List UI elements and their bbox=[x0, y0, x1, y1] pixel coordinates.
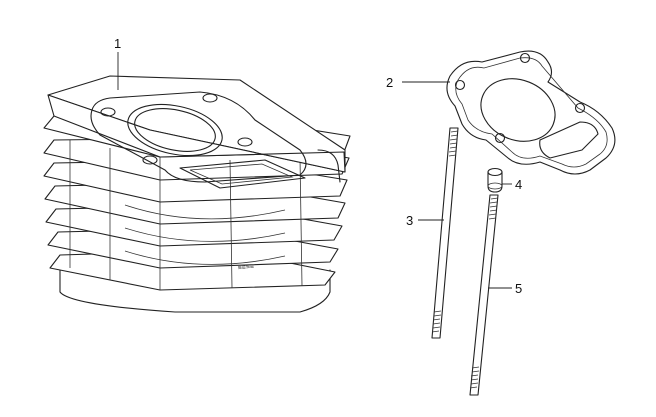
callout-2: 2 bbox=[386, 75, 393, 90]
stud-bolt-3-part bbox=[431, 127, 459, 339]
callout-4: 4 bbox=[515, 177, 522, 192]
svg-text:≡≡≡≡: ≡≡≡≡ bbox=[237, 263, 254, 272]
dowel-pin-part bbox=[487, 167, 503, 193]
cylinder-gasket-part bbox=[446, 50, 616, 175]
leader-lines bbox=[117, 52, 512, 289]
stud-bolt-5-part bbox=[469, 194, 499, 396]
callout-labels: 1 2 3 4 5 bbox=[114, 36, 522, 296]
callout-3: 3 bbox=[406, 213, 413, 228]
callout-5: 5 bbox=[515, 281, 522, 296]
callout-1: 1 bbox=[114, 36, 121, 51]
cylinder-part: ≡≡≡≡ bbox=[43, 75, 351, 313]
